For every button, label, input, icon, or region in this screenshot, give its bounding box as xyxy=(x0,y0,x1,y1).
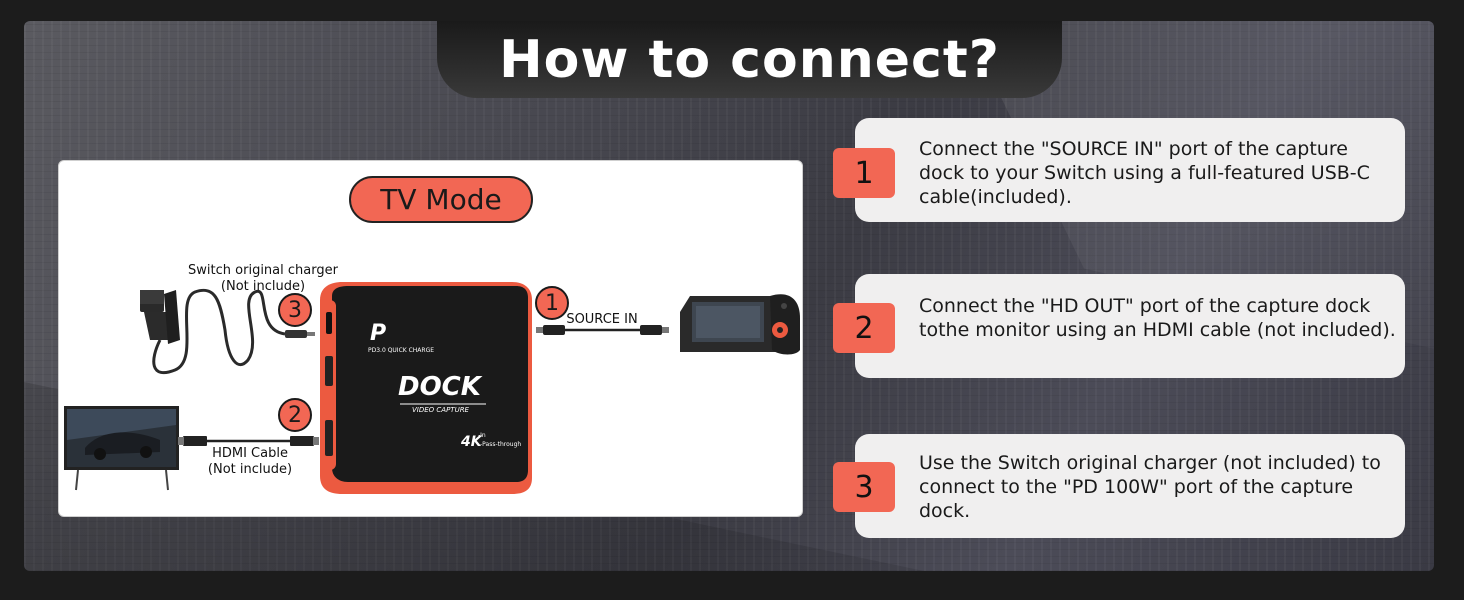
mode-badge: TV Mode xyxy=(349,176,533,223)
page-title: How to connect? xyxy=(499,29,1000,90)
svg-text:VIDEO CAPTURE: VIDEO CAPTURE xyxy=(412,406,470,414)
step-number-1: 1 xyxy=(833,148,895,198)
svg-text:PD3.0 QUICK CHARGE: PD3.0 QUICK CHARGE xyxy=(368,347,434,354)
dock-device-icon: P PD3.0 QUICK CHARGE DOCK VIDEO CAPTURE … xyxy=(320,282,532,494)
charger-icon xyxy=(140,288,315,375)
step-text-3: Use the Switch original charger (not inc… xyxy=(919,452,1381,522)
svg-text:-Pass-through: -Pass-through xyxy=(480,441,521,448)
hdmi-cable-icon xyxy=(178,436,319,446)
usb-c-cable-icon xyxy=(536,325,669,335)
hdmi-label-line2: (Not include) xyxy=(207,462,293,477)
marker-1: 1 xyxy=(535,286,569,320)
marker-2: 2 xyxy=(278,398,312,432)
step-card-3 xyxy=(855,434,1405,538)
svg-text:4K: 4K xyxy=(460,434,483,450)
charger-label-line1: Switch original charger xyxy=(188,263,338,278)
step-number-3: 3 xyxy=(833,462,895,512)
marker-3: 3 xyxy=(278,293,312,327)
switch-console-icon xyxy=(680,294,800,355)
title-banner: How to connect? xyxy=(437,21,1062,98)
tv-icon xyxy=(64,406,179,491)
step-card-1 xyxy=(855,118,1405,222)
step-number-2: 2 xyxy=(833,303,895,353)
source-in-label: SOURCE IN xyxy=(566,312,638,327)
svg-text:DOCK: DOCK xyxy=(398,372,483,402)
step-text-2: Connect the "HD OUT" port of the capture… xyxy=(919,295,1396,341)
hdmi-label: HDMI Cable (Not include) xyxy=(190,446,310,478)
svg-text:-In: -In xyxy=(478,432,486,439)
charger-label: Switch original charger (Not include) xyxy=(168,263,358,295)
hdmi-label-line1: HDMI Cable xyxy=(212,446,288,461)
charger-label-line2: (Not include) xyxy=(220,279,306,294)
step-card-2 xyxy=(855,274,1405,378)
step-text-1: Connect the "SOURCE IN" port of the capt… xyxy=(919,138,1370,208)
pd-logo-icon: P xyxy=(370,321,386,346)
